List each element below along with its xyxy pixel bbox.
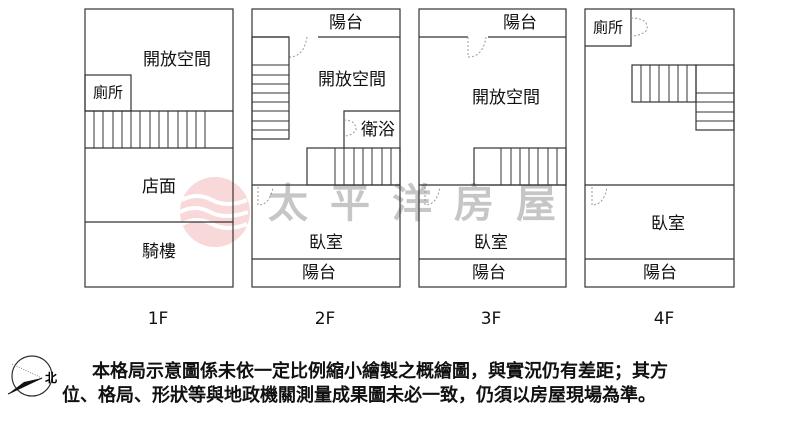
room-label-shop: 店面 <box>142 177 176 197</box>
disclaimer-line-1: 本格局示意圖係未依一定比例縮小繪製之概繪圖，與實況仍有差距；其方 <box>92 361 668 382</box>
room-label-toilet: 廁所 <box>593 19 623 37</box>
watermark-text: 太平洋房屋 <box>268 180 578 227</box>
staircase <box>252 64 289 131</box>
room-label-balcony: 陽台 <box>302 263 336 283</box>
staircase <box>334 148 392 185</box>
room-label-bedroom: 臥室 <box>309 233 343 253</box>
room-label-toilet: 廁所 <box>93 84 123 102</box>
floor-3f-plan: 陽台 開放空間 臥室 陽台 <box>418 8 567 288</box>
room-label-open-space: 開放空間 <box>143 50 211 70</box>
staircase <box>640 65 734 122</box>
floor-1f-plan: 開放空間 廁所 店面 騎樓 <box>84 8 234 288</box>
room-label-bedroom: 臥室 <box>651 214 685 234</box>
floor-label-1f: 1F <box>148 309 169 329</box>
watermark-logo-icon <box>179 177 250 247</box>
room-label-bedroom: 臥室 <box>474 233 508 253</box>
disclaimer-line-2: 位、格局、形狀等與地政機關測量成果圖未必一致，仍須以房屋現場為準。 <box>62 385 656 406</box>
floor-label-3f: 3F <box>481 309 502 329</box>
room-label-balcony: 陽台 <box>329 13 363 33</box>
room-label-arcade: 騎樓 <box>142 242 176 262</box>
room-label-bathroom: 衛浴 <box>361 120 395 140</box>
floor-4f-plan: 廁所 臥室 陽台 <box>584 8 735 288</box>
room-label-open-space: 開放空間 <box>318 70 386 90</box>
compass-icon <box>7 355 53 397</box>
floor-label-4f: 4F <box>654 309 675 329</box>
floor-2f-plan: 陽台 開放空間 衛浴 臥室 陽台 <box>251 8 401 288</box>
room-label-open-space: 開放空間 <box>472 88 540 108</box>
compass-north-label: 北 <box>45 370 57 385</box>
floor-label-2f: 2F <box>315 309 336 329</box>
room-label-balcony: 陽台 <box>503 13 537 33</box>
staircase <box>93 111 206 148</box>
room-label-balcony: 陽台 <box>643 263 677 283</box>
room-label-balcony: 陽台 <box>472 263 506 283</box>
staircase <box>500 148 558 185</box>
